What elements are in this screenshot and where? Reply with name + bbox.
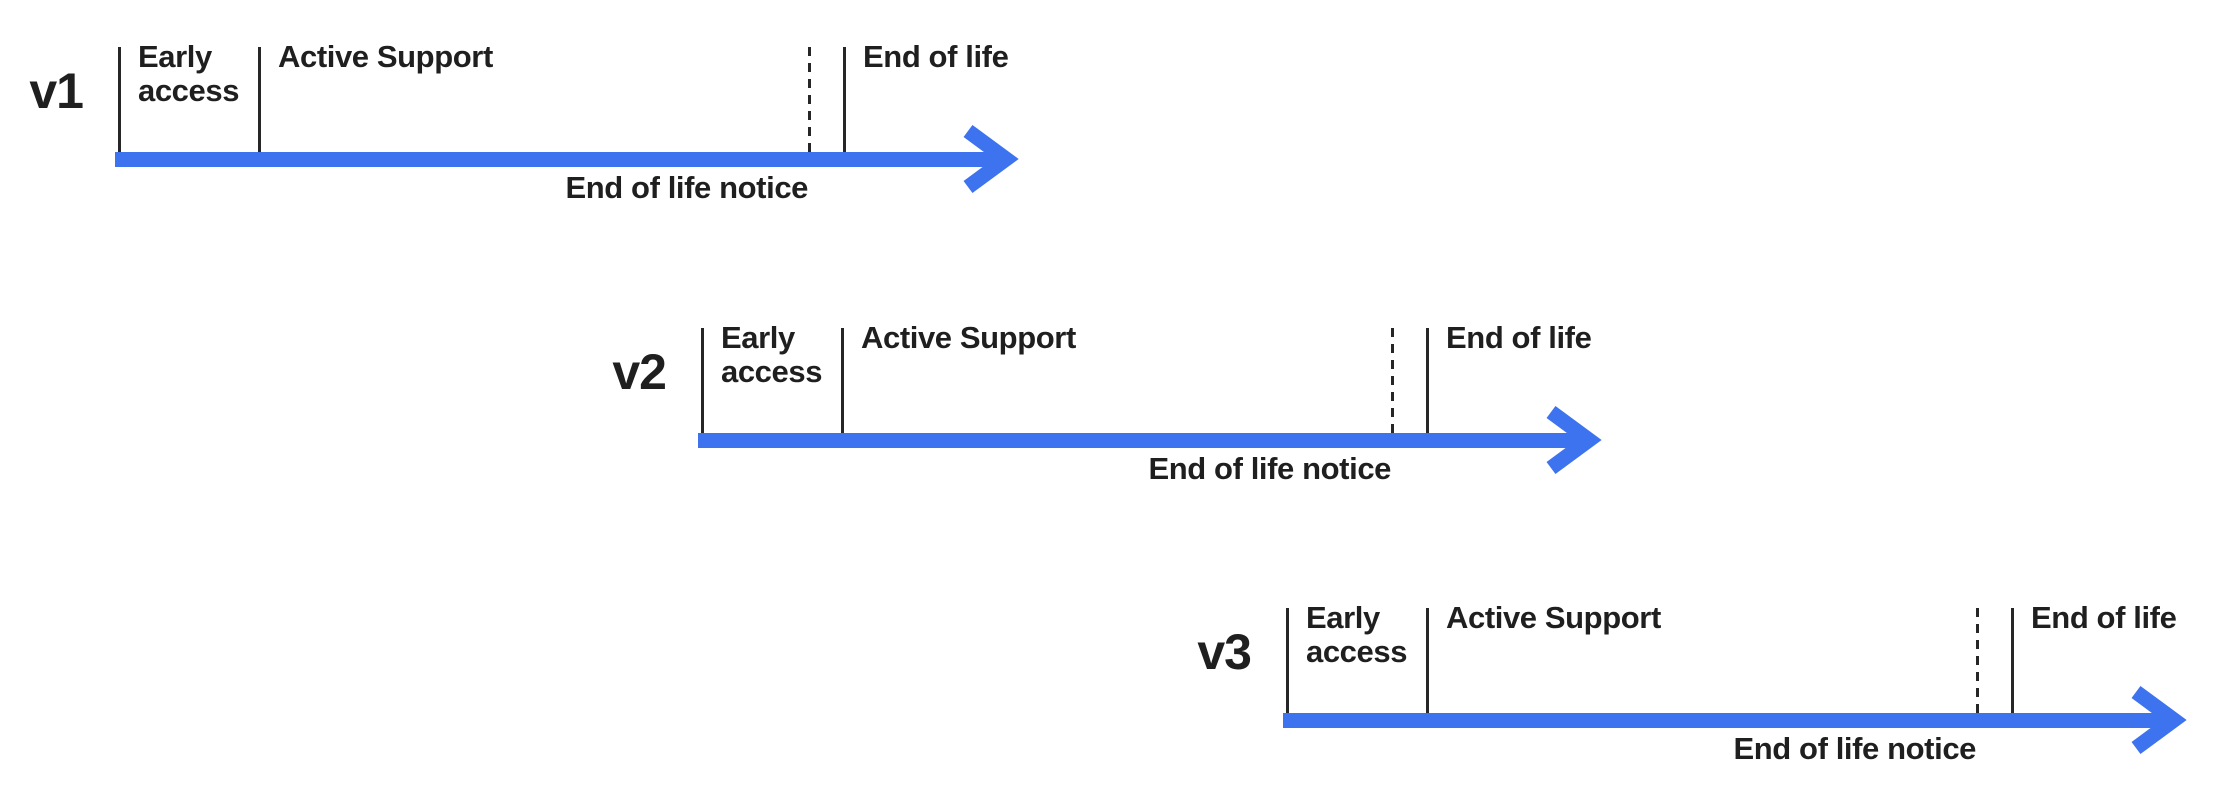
eol-notice-dashed-line xyxy=(1391,328,1394,433)
end-of-life-tick xyxy=(2011,608,2014,713)
arrow-head-icon xyxy=(1546,405,1602,475)
timeline-arrow xyxy=(115,124,1019,194)
version-label: v2 xyxy=(612,344,667,400)
timeline-v3: v3 Early access Active Support End of li… xyxy=(1197,601,2206,783)
active-support-start-tick xyxy=(258,47,261,152)
active-support-label: Active Support xyxy=(278,39,493,74)
eol-notice-label: End of life notice xyxy=(565,170,808,205)
end-of-life-label: End of life xyxy=(863,39,1009,74)
arrow-shaft xyxy=(1283,713,2165,728)
early-access-label: Early access xyxy=(1306,600,1408,669)
active-support-label: Active Support xyxy=(1446,600,1661,635)
early-access-start-tick xyxy=(118,47,121,152)
end-of-life-label: End of life xyxy=(1446,320,1592,355)
early-access-label: Early access xyxy=(138,39,240,108)
end-of-life-tick xyxy=(843,47,846,152)
eol-notice-dashed-line xyxy=(1976,608,1979,713)
timeline-v1: v1 Early access Active Support End of li… xyxy=(29,40,1038,222)
arrow-head-icon xyxy=(963,124,1019,194)
end-of-life-tick xyxy=(1426,328,1429,433)
eol-notice-label: End of life notice xyxy=(1733,731,1976,766)
arrow-shaft xyxy=(115,152,997,167)
version-label: v1 xyxy=(29,63,84,119)
version-label: v3 xyxy=(1197,624,1252,680)
active-support-label: Active Support xyxy=(861,320,1076,355)
early-access-label: Early access xyxy=(721,320,823,389)
active-support-start-tick xyxy=(841,328,844,433)
end-of-life-label: End of life xyxy=(2031,600,2177,635)
early-access-start-tick xyxy=(1286,608,1289,713)
timeline-arrow xyxy=(698,405,1602,475)
timeline-arrow xyxy=(1283,685,2187,755)
early-access-start-tick xyxy=(701,328,704,433)
active-support-start-tick xyxy=(1426,608,1429,713)
eol-notice-dashed-line xyxy=(808,47,811,152)
arrow-head-icon xyxy=(2131,685,2187,755)
arrow-shaft xyxy=(698,433,1580,448)
timeline-v2: v2 Early access Active Support End of li… xyxy=(612,321,1621,503)
eol-notice-label: End of life notice xyxy=(1148,451,1391,486)
